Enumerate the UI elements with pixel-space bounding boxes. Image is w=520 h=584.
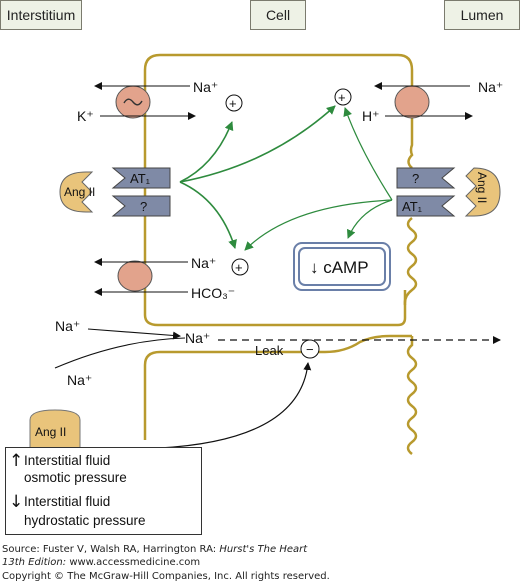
cell-bottom-membrane bbox=[143, 290, 407, 327]
na-label-6: Na⁺ bbox=[67, 372, 92, 388]
cell-membrane bbox=[143, 53, 414, 169]
source-line-2: 13th Edition: www.accessmedicine.com bbox=[2, 557, 200, 568]
apical-membrane-wave bbox=[403, 217, 418, 306]
ang-ii-label-basolateral: Ang II bbox=[64, 185, 95, 199]
apical-signal-to-plus-3 bbox=[244, 199, 393, 251]
lumen-label: Lumen bbox=[444, 0, 520, 30]
at1-label-apical: AT₁ bbox=[402, 199, 423, 214]
at1-label-basolateral: AT₁ bbox=[130, 171, 151, 186]
interstitium-label: Interstitium bbox=[0, 0, 82, 30]
camp-box-inner bbox=[298, 247, 386, 286]
source-edition: 13th Edition: bbox=[2, 557, 67, 568]
na-h-exchanger bbox=[394, 85, 430, 119]
unknown-receptor-basolateral bbox=[111, 195, 171, 217]
source-prefix: Source: Fuster V, Walsh RA, Harrington R… bbox=[2, 544, 220, 555]
source-url: www.accessmedicine.com bbox=[66, 557, 201, 568]
signal-arrow-to-plus-3 bbox=[179, 181, 237, 249]
ang-ii-ligand-interstitial bbox=[29, 409, 81, 453]
ang-ii-ligand-basolateral bbox=[59, 171, 94, 213]
copyright-line: Copyright © The McGraw-Hill Companies, I… bbox=[2, 571, 330, 582]
h-label: H⁺ bbox=[362, 108, 380, 124]
na-label-5: Na⁺ bbox=[185, 330, 210, 346]
na-label-3: Na⁺ bbox=[191, 255, 216, 271]
info-line-1b: osmotic pressure bbox=[24, 470, 127, 485]
camp-label: ↓ cAMP bbox=[310, 258, 369, 277]
info-line-2a: Interstitial fluid bbox=[24, 494, 111, 509]
stimulation-plus-3 bbox=[231, 258, 249, 276]
na-entry-arrow bbox=[87, 328, 181, 340]
stimulation-plus-2 bbox=[334, 88, 352, 106]
at1-receptor-apical bbox=[396, 195, 456, 217]
na-label-1: Na⁺ bbox=[193, 79, 218, 95]
pump-tilde-icon bbox=[123, 98, 143, 106]
na-label-2: Na⁺ bbox=[478, 79, 503, 95]
leak-inhibition-circle bbox=[300, 339, 320, 359]
question-label-apical: ? bbox=[412, 171, 419, 186]
ang-ii-label-apical: Ang II bbox=[475, 172, 489, 203]
leak-label: Leak bbox=[255, 343, 284, 358]
na-reentry-arrow bbox=[54, 337, 186, 369]
info-line-2b: hydrostatic pressure bbox=[24, 513, 146, 528]
hco3-label: HCO₃⁻ bbox=[191, 285, 235, 301]
apical-signal-to-camp bbox=[347, 199, 393, 239]
info-line-1a: Interstitial fluid bbox=[24, 453, 111, 468]
signal-arrow-to-plus-1 bbox=[179, 121, 234, 183]
ang-ii-ligand-apical bbox=[464, 167, 501, 217]
k-label: K⁺ bbox=[77, 108, 94, 124]
apical-signal-to-plus-2 bbox=[343, 107, 393, 201]
unknown-receptor-apical bbox=[396, 167, 456, 189]
lower-apical-wave bbox=[406, 336, 418, 455]
ang-ii-label-interstitial: Ang II bbox=[35, 425, 66, 439]
stimulation-plus-1 bbox=[225, 94, 243, 112]
source-line-1: Source: Fuster V, Walsh RA, Harrington R… bbox=[2, 544, 307, 555]
question-label-basolateral: ? bbox=[140, 199, 147, 214]
na-hco3-cotransporter bbox=[117, 260, 153, 292]
pressure-info-box: ↑ Interstitial fluid osmotic pressure ↓ … bbox=[5, 447, 202, 535]
at1-receptor-basolateral bbox=[111, 167, 171, 189]
up-arrow-icon: ↑ bbox=[9, 451, 24, 471]
plus-label-3: + bbox=[235, 260, 243, 275]
source-title: Hurst's The Heart bbox=[219, 544, 308, 555]
down-arrow-icon: ↓ bbox=[9, 492, 24, 512]
lower-cell-membrane bbox=[143, 334, 412, 440]
plus-label-2: + bbox=[338, 90, 346, 105]
signal-arrow-to-plus-2 bbox=[179, 105, 336, 183]
pressure-to-leak-arrow bbox=[159, 362, 312, 449]
cell-label: Cell bbox=[250, 0, 306, 30]
plus-label-1: + bbox=[229, 96, 237, 111]
minus-label: − bbox=[306, 342, 314, 357]
na-label-4: Na⁺ bbox=[55, 318, 80, 334]
